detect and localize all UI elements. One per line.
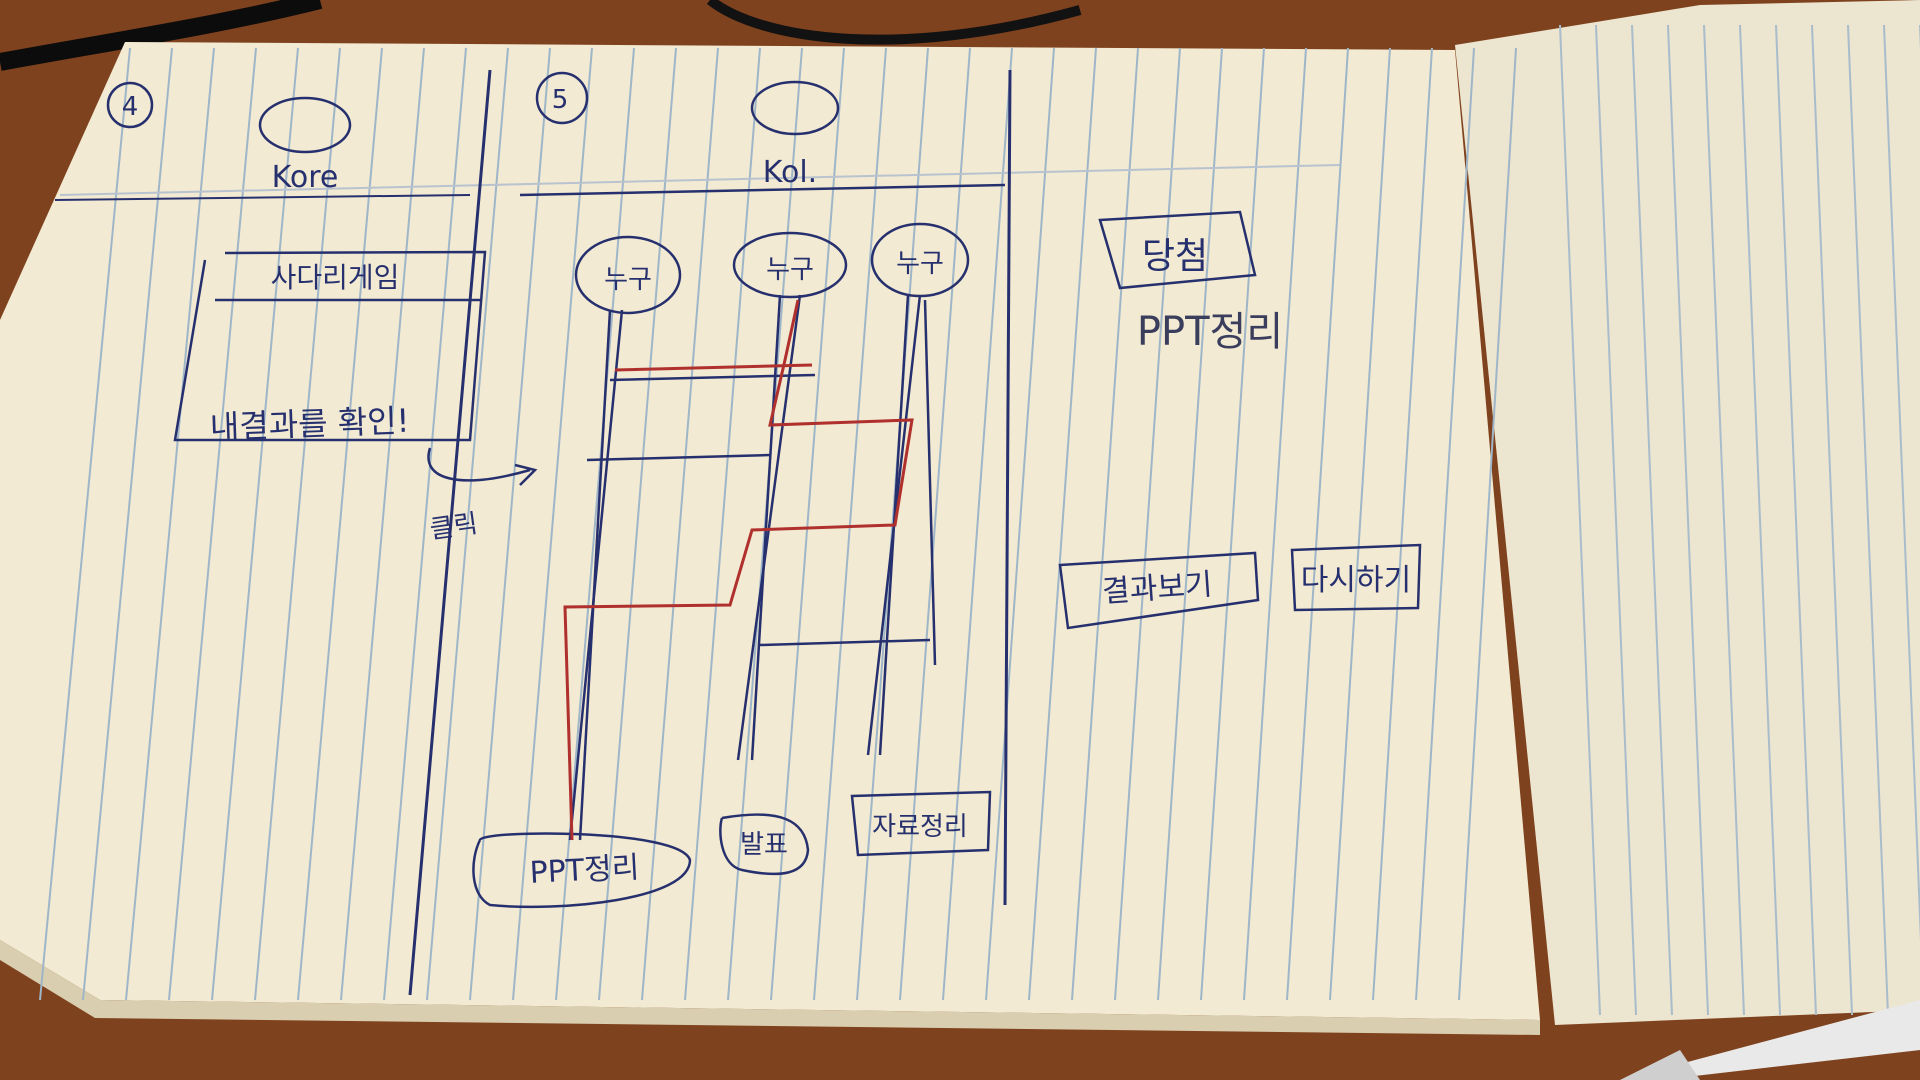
profile-avatar <box>258 96 352 154</box>
retry-button[interactable]: 다시하기 <box>1301 563 1411 598</box>
step-number-4: 4 <box>122 92 139 122</box>
result-label: PPT정리 <box>529 850 640 891</box>
notebook-rule-line <box>39 47 131 1001</box>
profile-name-label: Kore <box>272 160 339 195</box>
notebook-rule-line <box>1243 47 1307 1001</box>
notebook-rule-line <box>1847 24 1889 1016</box>
ladder-player-node[interactable] <box>574 235 682 315</box>
notebook-rule-line <box>684 47 761 1001</box>
notebook-rule-line <box>813 47 887 1001</box>
notebook-rule-line <box>1071 47 1139 1001</box>
profile-name-label: Kol. <box>763 155 817 190</box>
notebook-rule-line <box>1028 47 1097 1001</box>
notebook-rule-line <box>1703 24 1745 1016</box>
ladder-traced-path <box>563 299 914 841</box>
result-badge-text: 당첨 <box>1142 236 1208 277</box>
result-text: PPT정리 <box>1137 309 1283 355</box>
result-slot <box>472 832 692 909</box>
notebook-rule-line <box>1559 24 1601 1016</box>
black-cable-loop <box>706 0 1082 45</box>
wireframe-panel-4 <box>54 69 538 996</box>
notebook-rule-line <box>1739 24 1781 1016</box>
notebook-rule-line <box>426 47 509 1001</box>
step-number-circle <box>106 81 154 129</box>
ladder-game-card-title: 사다리게임 <box>271 261 400 294</box>
result-label: 발표 <box>740 830 788 860</box>
notebook-rule-line <box>598 47 677 1001</box>
result-label: 자료정리 <box>872 812 968 842</box>
notebook-rule-line <box>125 47 215 1001</box>
view-result-button[interactable]: 결과보기 <box>1101 567 1214 610</box>
notebook-rule-line <box>469 47 551 1001</box>
panel-divider <box>408 69 492 996</box>
notebook-rule-line <box>1114 47 1181 1001</box>
notebook-rule-line <box>340 47 425 1001</box>
black-cable <box>0 0 323 71</box>
notebook-rule-line <box>168 47 257 1001</box>
result-slot <box>850 790 992 857</box>
ladder-rail <box>736 294 802 761</box>
step-number-5: 5 <box>552 85 569 115</box>
wireframe-panel-6 <box>1058 210 1422 630</box>
notebook-rule-line <box>1631 24 1673 1016</box>
notebook-rule-line <box>512 47 593 1001</box>
notebook-rule-line <box>899 47 971 1001</box>
notebook-rule-line <box>1595 24 1637 1016</box>
ladder-game-card <box>173 250 487 442</box>
notebook-rule-line <box>770 47 845 1001</box>
notebook-rule-line <box>1329 47 1391 1001</box>
result-slot <box>719 813 810 876</box>
notebook-rule-line <box>1157 47 1223 1001</box>
notebook-rule-line <box>1286 47 1349 1001</box>
check-result-button[interactable]: 내결과를 확인! <box>209 402 410 447</box>
player-label: 누구 <box>766 255 814 285</box>
retry-button-frame[interactable] <box>1290 543 1422 612</box>
notebook-rule-line <box>942 47 1013 1001</box>
notebook-rule-line <box>297 47 383 1001</box>
panel-divider <box>1003 69 1012 906</box>
wireframe-panel-5 <box>472 69 1012 909</box>
notebook-rule-line <box>1811 24 1853 1016</box>
notebook-rule-line <box>1415 47 1475 1001</box>
ladder-player-node[interactable] <box>732 231 848 299</box>
click-arrow <box>427 447 538 486</box>
notebook-rule-line <box>1667 24 1709 1016</box>
notebook-rule-line <box>254 47 341 1001</box>
player-label: 누구 <box>896 249 944 279</box>
pen-icon <box>1620 1000 1920 1080</box>
step-number-circle <box>535 71 589 125</box>
notebook-rule-line <box>555 47 635 1001</box>
notebook-rule-line <box>1458 47 1517 1001</box>
notebook-rule-line <box>1775 24 1817 1016</box>
view-result-button-frame[interactable] <box>1058 551 1260 630</box>
notebook-rule-line <box>985 47 1055 1001</box>
click-note: 클릭 <box>428 509 480 545</box>
notebook-rule-line <box>211 47 299 1001</box>
notebook-rule-line <box>1883 24 1920 941</box>
player-label: 누구 <box>604 265 652 295</box>
notebook-rule-line <box>82 47 173 1001</box>
notebook-rule-line <box>1372 47 1433 1001</box>
left-page <box>0 42 1540 1020</box>
notebook-rule-line <box>1200 47 1265 1001</box>
profile-avatar <box>750 80 840 136</box>
result-badge <box>1098 210 1257 290</box>
notebook-rule-line <box>383 47 467 1001</box>
